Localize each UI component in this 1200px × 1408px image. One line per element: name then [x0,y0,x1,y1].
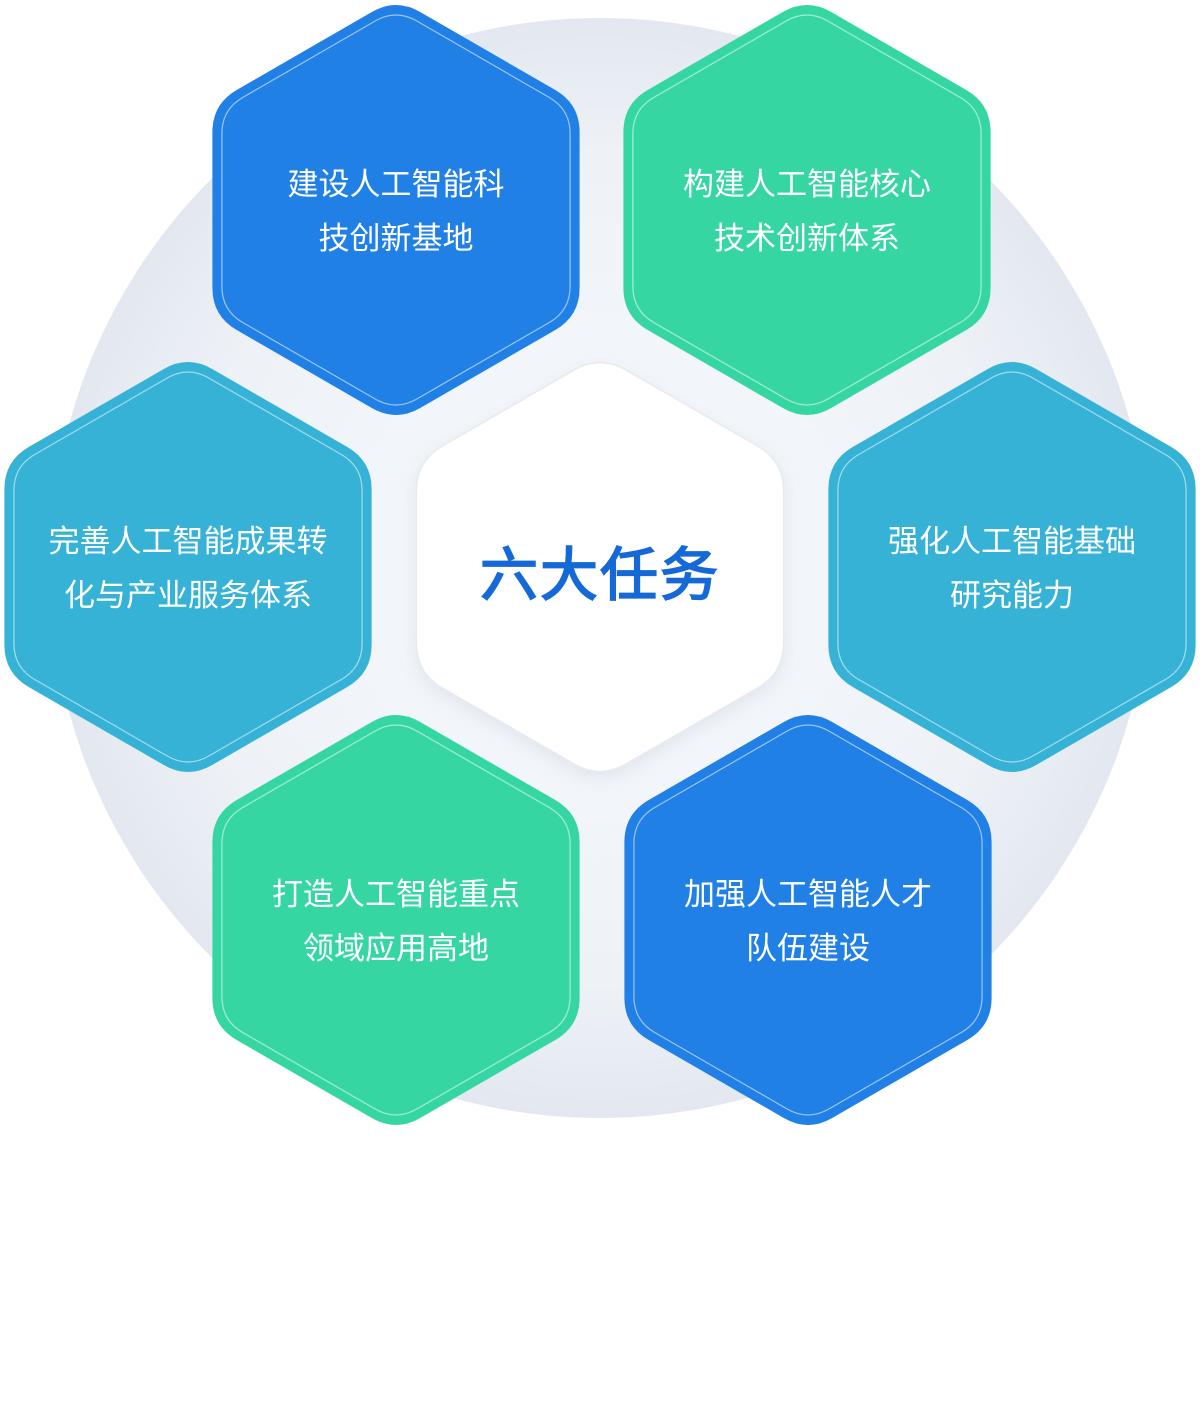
task-hexagon-2-shape [623,5,991,415]
task-hexagon-6 [624,715,992,1125]
task-hexagon-2-inner-border [632,14,982,406]
task-hexagon-3-inner-border [13,371,363,763]
task-hexagon-4-shape [828,362,1196,772]
task-hexagon-4 [828,362,1196,772]
center-hexagon [415,361,785,773]
task-hexagon-1 [212,5,580,415]
center-title: 六大任务 [479,541,720,609]
task-hexagon-5-shape [212,715,580,1125]
task-hexagon-5-inner-border [221,724,571,1116]
task-hexagon-1-shape [212,5,580,415]
task-hexagon-3-shape [4,362,372,772]
task-hexagon-3 [4,362,372,772]
task-hexagon-6-shape [624,715,992,1125]
task-hexagon-5 [212,715,580,1125]
task-hexagon-4-inner-border [837,371,1187,763]
task-hexagon-1-inner-border [221,14,571,406]
task-hexagon-2 [623,5,991,415]
task-hexagon-6-inner-border [633,724,983,1116]
